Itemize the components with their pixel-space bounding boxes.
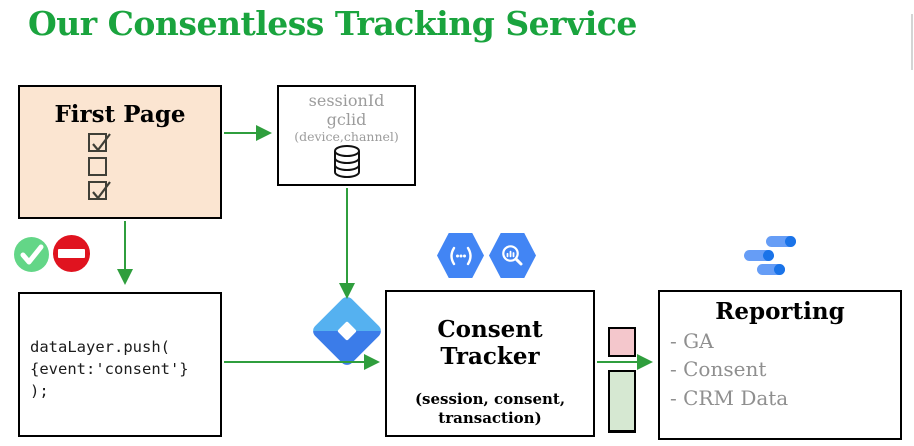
data-studio-bar bbox=[744, 250, 774, 261]
first-page-title: First Page bbox=[54, 101, 186, 128]
reporting-list: - GA - Consent - CRM Data bbox=[660, 327, 900, 412]
checkbox-icon bbox=[87, 157, 107, 176]
cloud-functions-icon bbox=[437, 233, 484, 278]
subtitle-line: (session, consent, bbox=[414, 390, 566, 408]
legend-pink-rect bbox=[608, 327, 636, 357]
data-studio-bar bbox=[757, 264, 785, 275]
database-cylinder-icon bbox=[279, 145, 414, 183]
reporting-title: Reporting bbox=[715, 298, 845, 325]
checkbox-icon bbox=[87, 181, 111, 200]
consent-tracker-subtitle: (session, consent, transaction) bbox=[387, 390, 593, 428]
session-id-label: sessionId bbox=[308, 91, 385, 110]
green-check-circle-icon bbox=[14, 237, 49, 272]
reporting-box: Reporting - GA - Consent - CRM Data bbox=[658, 290, 902, 440]
code-line: ); bbox=[30, 382, 49, 400]
code-line: {event:'consent'} bbox=[30, 360, 189, 378]
reporting-list-item: - CRM Data bbox=[670, 385, 789, 410]
checkbox-list bbox=[0, 133, 197, 200]
google-tag-manager-icon bbox=[310, 294, 384, 368]
device-channel-label: (device,channel) bbox=[294, 129, 399, 144]
code-line: dataLayer.push( bbox=[30, 338, 170, 356]
gclid-label: gclid bbox=[326, 110, 367, 129]
no-entry-bar bbox=[58, 249, 85, 258]
session-store-box: sessionId gclid (device,channel) bbox=[277, 85, 416, 186]
consent-tracker-title: Consent Tracker bbox=[437, 316, 543, 370]
slide-edge-line bbox=[911, 14, 913, 70]
gtm-center-diamond bbox=[337, 321, 357, 341]
first-page-box: First Page bbox=[18, 85, 222, 219]
bigquery-icon bbox=[489, 233, 536, 278]
reporting-list-item: - GA bbox=[670, 329, 714, 353]
data-studio-icon bbox=[744, 236, 798, 276]
legend-green-rect bbox=[608, 370, 636, 433]
subtitle-line: transaction) bbox=[438, 408, 542, 427]
datalayer-code-box: dataLayer.push( {event:'consent'} ); bbox=[18, 292, 222, 437]
consent-tracker-box: Consent Tracker (session, consent, trans… bbox=[385, 290, 595, 437]
checkbox-icon bbox=[87, 133, 111, 152]
data-studio-bar bbox=[766, 236, 796, 247]
no-entry-icon bbox=[53, 235, 90, 272]
page-title: Our Consentless Tracking Service bbox=[28, 4, 637, 43]
reporting-list-item: - Consent bbox=[670, 357, 767, 382]
